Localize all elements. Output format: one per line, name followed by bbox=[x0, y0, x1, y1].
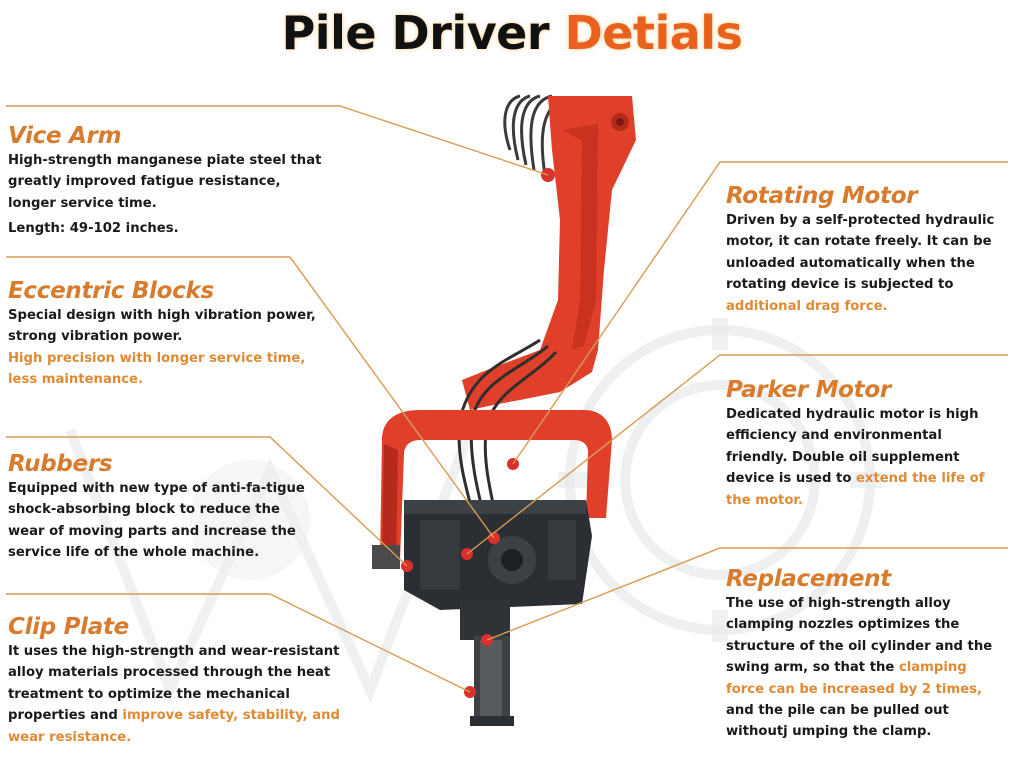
clip-plate-heading: Clip Plate bbox=[8, 614, 129, 640]
title-part1: Pile Driver bbox=[281, 6, 550, 60]
rotating-motor-highlight: additional drag force. bbox=[726, 298, 888, 314]
rotating-motor-line-3: unloaded automatically when the bbox=[726, 255, 975, 271]
section-rotating-motor: Rotating Motor Driven by a self-protecte… bbox=[726, 182, 1018, 317]
clip-plate-line-1: It uses the high-strength and wear-resis… bbox=[8, 644, 340, 659]
eccentric-blocks-line-1: Special design with high vibration power… bbox=[8, 308, 316, 323]
section-clip-plate: Clip Plate It uses the high-strength and… bbox=[8, 613, 368, 748]
replacement-line-2: clamping nozzles optimizes the bbox=[726, 617, 960, 633]
rubbers-line-1: Equipped with new type of anti-fa-tigue bbox=[8, 481, 305, 496]
clip-plate-highlight-2: wear resistance. bbox=[8, 729, 132, 745]
rotating-motor-line-1: Driven by a self-protected hydraulic bbox=[726, 213, 995, 228]
parker-motor-line-2: efficiency and environmental bbox=[726, 428, 942, 444]
rotating-motor-line-4: rotating device is subjected to bbox=[726, 277, 954, 293]
section-replacement: Replacement The use of high-strength all… bbox=[726, 565, 1018, 743]
clip-plate-text: It uses the high-strength and wear-resis… bbox=[8, 641, 368, 748]
clip-plate-highlight-1: improve safety, stability, and bbox=[122, 708, 340, 724]
u-frame bbox=[372, 410, 612, 569]
eccentric-blocks-highlight-2: less maintenance. bbox=[8, 372, 143, 388]
vice-arm-text: High-strength manganese piate steel that… bbox=[8, 150, 338, 214]
rotating-motor-text: Driven by a self-protected hydraulic mot… bbox=[726, 210, 1018, 317]
hydraulic-hoses bbox=[503, 94, 561, 176]
vibrator-body bbox=[404, 500, 592, 610]
page-title: Pile Driver Detials bbox=[0, 2, 1024, 64]
title-part2: Detials bbox=[564, 6, 743, 60]
rubbers-line-3: wear of moving parts and increase the bbox=[8, 523, 296, 539]
rubbers-line-4: service life of the whole machine. bbox=[8, 545, 260, 561]
vice-arm-line-3: longer service time. bbox=[8, 195, 157, 211]
vice-arm-line-1: High-strength manganese piate steel that bbox=[8, 153, 322, 168]
replacement-line-3: structure of the oil cylinder and the bbox=[726, 638, 993, 654]
section-eccentric-blocks: Eccentric Blocks Special design with hig… bbox=[8, 277, 348, 391]
rubbers-text: Equipped with new type of anti-fa-tigue … bbox=[8, 478, 338, 564]
replacement-text: The use of high-strength alloy clamping … bbox=[726, 593, 1018, 743]
parker-motor-line-3: friendly. Double oil supplement bbox=[726, 449, 960, 465]
section-vice-arm: Vice Arm High-strength manganese piate s… bbox=[8, 122, 338, 240]
replacement-line-5: and the pile can be pulled out bbox=[726, 703, 949, 719]
replacement-line-1: The use of high-strength alloy bbox=[726, 596, 951, 611]
parker-motor-line-4: device is used to bbox=[726, 471, 856, 487]
replacement-highlight-1: clamping bbox=[898, 660, 967, 676]
replacement-line-4: swing arm, so that the bbox=[726, 660, 899, 676]
replacement-line-6: withoutj umping the clamp. bbox=[726, 724, 932, 740]
eccentric-blocks-highlight-1: High precision with longer service time, bbox=[8, 350, 306, 366]
parker-motor-heading: Parker Motor bbox=[726, 377, 891, 403]
clip-plate-line-3: treatment to optimize the mechanical bbox=[8, 686, 290, 702]
eccentric-blocks-line-2: strong vibration power. bbox=[8, 329, 183, 345]
vice-arm-length: Length: 49-102 inches. bbox=[8, 221, 179, 237]
parker-motor-highlight-1: extend the life of bbox=[855, 471, 985, 487]
vice-arm-line-2: greatly improved fatigue resistance, bbox=[8, 174, 281, 190]
clamp-assembly bbox=[460, 600, 514, 726]
parker-motor-highlight-2: the motor. bbox=[726, 492, 804, 508]
clip-plate-line-2: alloy materials processed through the he… bbox=[8, 665, 331, 681]
eccentric-blocks-text: Special design with high vibration power… bbox=[8, 305, 348, 391]
clip-plate-line-4: properties and bbox=[8, 708, 123, 724]
rubbers-line-2: shock-absorbing block to reduce the bbox=[8, 502, 280, 518]
replacement-highlight-2: force can be increased by 2 times, bbox=[726, 681, 982, 697]
parker-motor-line-1: Dedicated hydraulic motor is high bbox=[726, 407, 979, 422]
section-rubbers: Rubbers Equipped with new type of anti-f… bbox=[8, 450, 338, 564]
section-parker-motor: Parker Motor Dedicated hydraulic motor i… bbox=[726, 376, 1018, 511]
eccentric-blocks-heading: Eccentric Blocks bbox=[8, 278, 214, 304]
replacement-heading: Replacement bbox=[726, 566, 891, 592]
vice-arm-heading: Vice Arm bbox=[8, 123, 122, 149]
vice-arm-beam bbox=[462, 96, 636, 410]
rubbers-heading: Rubbers bbox=[8, 451, 113, 477]
rotating-motor-heading: Rotating Motor bbox=[726, 183, 918, 209]
rotating-motor-line-2: motor, it can rotate freely. It can be bbox=[726, 234, 992, 250]
parker-motor-text: Dedicated hydraulic motor is high effici… bbox=[726, 404, 1018, 511]
